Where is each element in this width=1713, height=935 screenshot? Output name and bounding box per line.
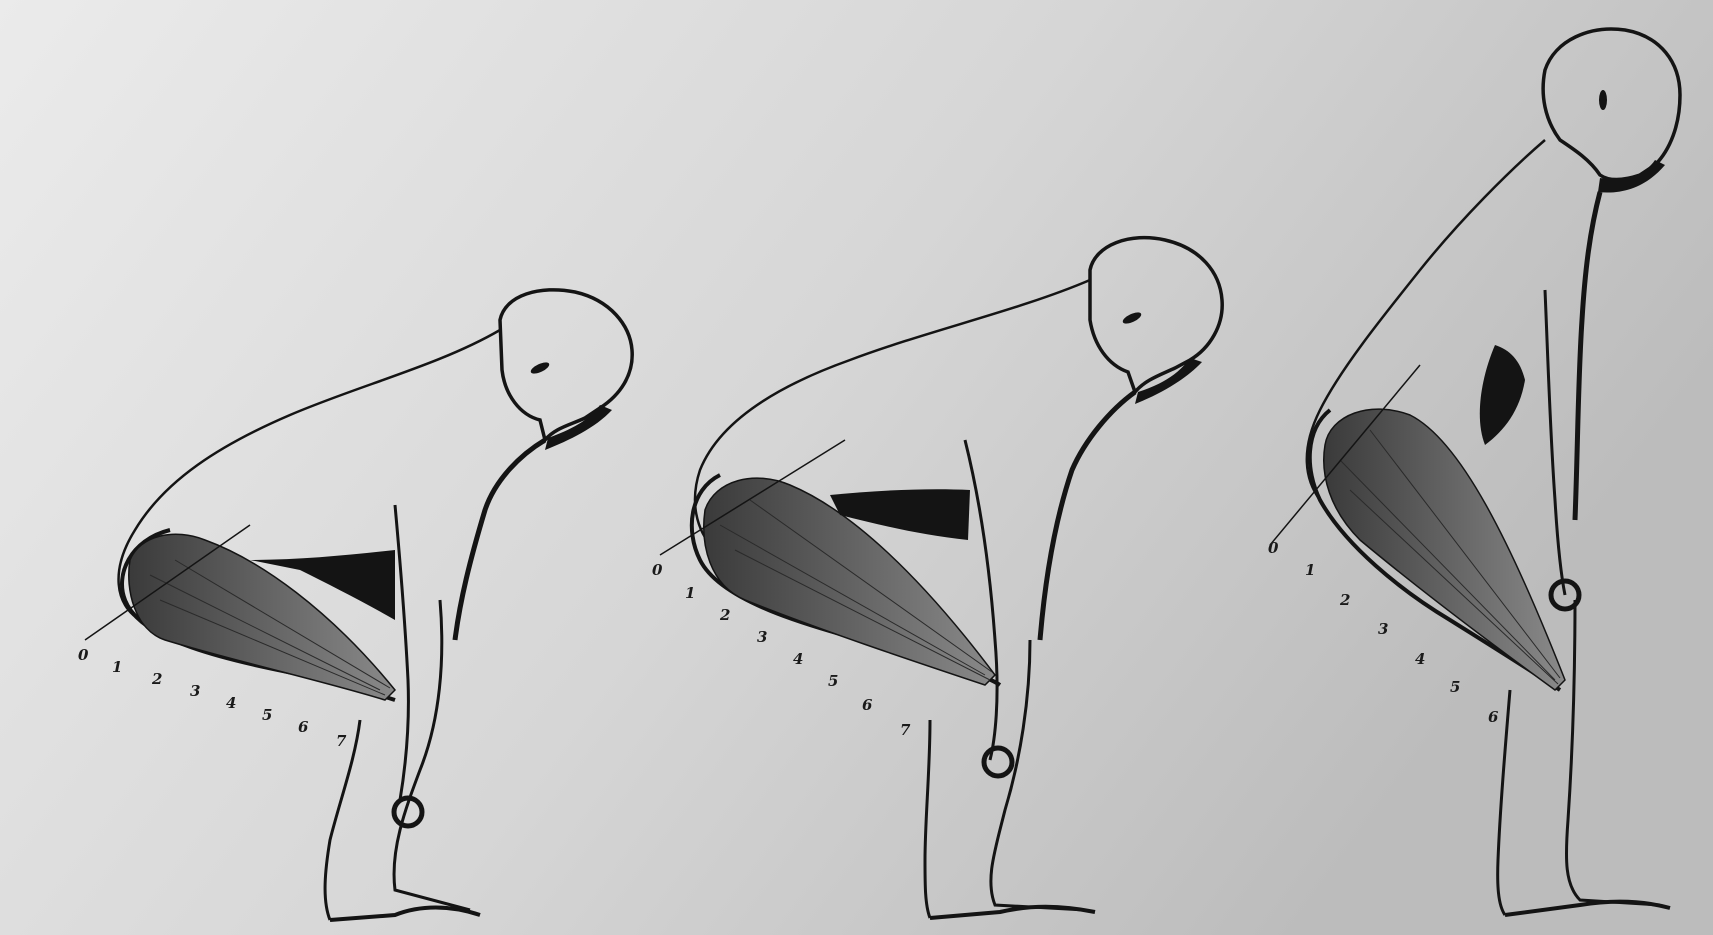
scale-label-7: 7 — [900, 721, 911, 739]
scale-label-2: 2 — [151, 670, 162, 688]
scale-label-6: 6 — [1488, 708, 1499, 726]
scale-label-7: 7 — [336, 732, 347, 750]
scale-label-4: 4 — [226, 694, 236, 712]
eye-mark — [1599, 90, 1607, 110]
scale-label-3: 3 — [757, 628, 767, 646]
scale-label-3: 3 — [190, 682, 200, 700]
scale-label-4: 4 — [793, 650, 803, 668]
scale-label-1: 1 — [685, 584, 695, 602]
scale-label-3: 3 — [1378, 620, 1388, 638]
scale-label-6: 6 — [298, 718, 309, 736]
scale-label-2: 2 — [1339, 591, 1350, 609]
scale-label-0: 0 — [1268, 539, 1279, 557]
scale-label-0: 0 — [652, 561, 663, 579]
scale-label-4: 4 — [1415, 650, 1425, 668]
scale-label-1: 1 — [112, 658, 122, 676]
scale-label-6: 6 — [862, 696, 873, 714]
scale-label-5: 5 — [262, 706, 272, 724]
scale-label-5: 5 — [828, 672, 838, 690]
scale-label-0: 0 — [78, 646, 89, 664]
scale-label-5: 5 — [1450, 678, 1460, 696]
scale-label-1: 1 — [1305, 561, 1315, 579]
scale-label-2: 2 — [719, 606, 730, 624]
